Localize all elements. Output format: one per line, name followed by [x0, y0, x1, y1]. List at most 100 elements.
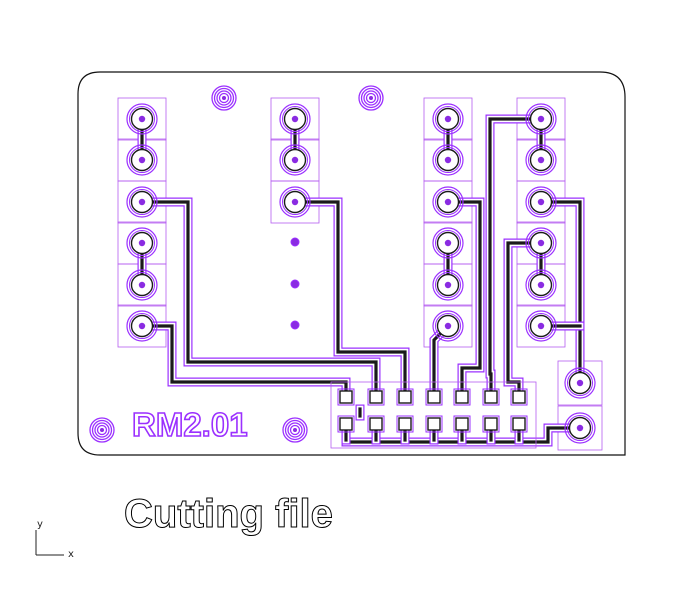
pad-ring-outer: [525, 310, 557, 342]
smd-pad: [455, 390, 469, 404]
pad-ring-mid: [435, 106, 461, 132]
smd-pad-outline: [425, 388, 443, 406]
mount-hole: [293, 428, 297, 432]
smd-pad: [427, 390, 441, 404]
pad-ring-outer: [432, 269, 464, 301]
pad-ring-outer: [564, 412, 596, 444]
pad-hole: [291, 156, 299, 164]
smd-pad-outline: [453, 388, 471, 406]
pad-ring-outer: [126, 227, 158, 259]
mount-ring: [213, 87, 235, 109]
smd-pad: [512, 417, 526, 431]
mount-hole: [222, 96, 226, 100]
pad-hole: [444, 239, 452, 247]
pad-hole: [138, 198, 146, 206]
pad-hole: [138, 281, 146, 289]
pad-ring-outer: [126, 186, 158, 218]
smd-pad-outline: [482, 388, 500, 406]
mount-hole: [369, 96, 373, 100]
pad-ring-mid: [528, 230, 554, 256]
pad-hole: [291, 198, 299, 206]
pad-hole: [138, 239, 146, 247]
mount-ring: [218, 92, 230, 104]
smd-pad-outline: [510, 388, 528, 406]
smd-pad: [484, 390, 498, 404]
pad-ring-outer: [279, 186, 311, 218]
pad-ring-mid: [528, 189, 554, 215]
smd-pad: [427, 417, 441, 431]
pad-ring-outer: [126, 144, 158, 176]
pad-ring-mid: [129, 313, 155, 339]
via-layer: [290, 237, 300, 330]
axis-origin-icon: [35, 530, 64, 556]
smd-pad-outline: [510, 415, 528, 433]
via: [290, 279, 300, 289]
pad-ring-mid: [282, 189, 308, 215]
smd-pad-outline: [396, 388, 414, 406]
pad-layer: [126, 103, 596, 444]
pad-ring-outer: [525, 227, 557, 259]
smd-pad-outline: [337, 415, 355, 433]
pad-hole: [576, 424, 584, 432]
pad-ring-outer: [432, 227, 464, 259]
pad-ring-outer: [126, 269, 158, 301]
smd-pad: [369, 390, 383, 404]
pad-hole: [138, 156, 146, 164]
pad-hole: [444, 156, 452, 164]
smd-pad-outline: [396, 415, 414, 433]
smd-pad-layer: [330, 381, 537, 449]
via: [290, 237, 300, 247]
mount-ring: [358, 85, 384, 111]
trace: [140, 324, 348, 399]
via: [290, 320, 300, 330]
pad-hole: [537, 115, 545, 123]
pad-hole: [138, 115, 146, 123]
pad-ring-outer: [126, 103, 158, 135]
pad-ring-outer: [432, 186, 464, 218]
board-label: RM2.01: [132, 406, 248, 443]
pad-hole: [576, 379, 584, 387]
trace-outline: [290, 197, 410, 402]
mount-ring: [360, 87, 382, 109]
pad-ring-outer: [432, 103, 464, 135]
pad-ring-mid: [528, 147, 554, 173]
pad-ring-mid: [435, 230, 461, 256]
pad-ring-outer: [525, 103, 557, 135]
pad-ring-outer: [279, 103, 311, 135]
smd-pad-outline: [367, 388, 385, 406]
smd-pad-outline: [482, 415, 500, 433]
smd-pad: [339, 390, 353, 404]
pad-ring-outer: [432, 144, 464, 176]
smd-pad: [484, 417, 498, 431]
pad-box: [423, 304, 473, 348]
pad-ring-mid: [567, 370, 593, 396]
trace: [140, 200, 378, 399]
pad-ring-mid: [528, 313, 554, 339]
pad-hole: [537, 281, 545, 289]
pad-ring-mid: [282, 147, 308, 173]
axis-y-label: y: [37, 519, 43, 530]
mount-ring: [96, 424, 108, 436]
mount-ring: [365, 92, 377, 104]
pad-ring-mid: [435, 189, 461, 215]
smd-pad: [398, 390, 412, 404]
pad-ring-outer: [564, 367, 596, 399]
pad-ring-outer: [126, 310, 158, 342]
pad-hole: [537, 239, 545, 247]
pad-ring-mid: [129, 272, 155, 298]
mount-ring: [216, 90, 232, 106]
mount-ring: [94, 422, 110, 438]
pad-ring-mid: [435, 272, 461, 298]
pad-ring-mid: [282, 106, 308, 132]
smd-pad-outline: [367, 415, 385, 433]
pad-ring-mid: [129, 106, 155, 132]
pad-hole: [291, 115, 299, 123]
trace: [293, 200, 407, 399]
pad-ring-mid: [129, 147, 155, 173]
pad-ring-outer: [432, 310, 464, 342]
trace: [446, 200, 482, 399]
smd-pad: [369, 417, 383, 431]
pad-hole: [537, 156, 545, 164]
